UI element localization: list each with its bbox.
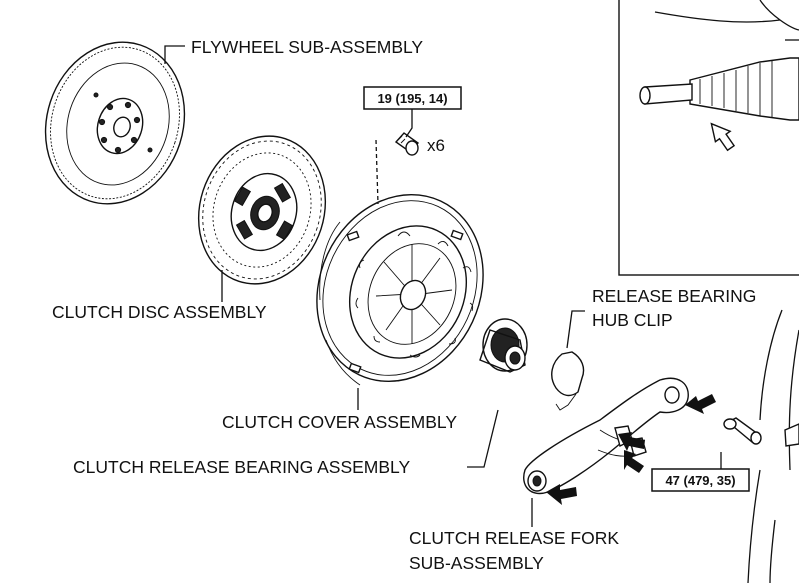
label-clutch-cover: CLUTCH COVER ASSEMBLY — [222, 412, 457, 432]
fork-pivot-bolt — [723, 417, 762, 445]
inset-frame — [618, 0, 799, 276]
inset-pointer-arrow — [710, 122, 736, 152]
flywheel-sub-assembly — [44, 41, 186, 205]
label-clutch-disc: CLUTCH DISC ASSEMBLY — [52, 302, 267, 322]
clutch-disc-assembly — [197, 135, 327, 285]
torque-box-pivot — [651, 468, 750, 492]
arrow-fork-pivot — [685, 394, 716, 414]
arrow-fork-center-1 — [618, 432, 645, 451]
clutch-cover-assembly — [316, 193, 484, 386]
label-flywheel: FLYWHEEL SUB-ASSEMBLY — [191, 37, 423, 57]
transmission-housing-edge — [747, 309, 799, 583]
label-fork-line1: CLUTCH RELEASE FORK — [409, 528, 619, 548]
arrow-fork-end — [546, 484, 577, 505]
torque-value-pivot: 47 (479, 35) — [665, 473, 735, 488]
label-hub-clip-line2: HUB CLIP — [592, 310, 673, 330]
leader-lines — [164, 45, 722, 527]
input-shaft-detail — [639, 0, 799, 121]
label-hub-clip-line1: RELEASE BEARING — [592, 286, 756, 306]
clutch-release-bearing-assembly — [479, 318, 528, 373]
inset-detail — [618, 0, 799, 276]
label-fork-line2: SUB-ASSEMBLY — [409, 553, 544, 573]
cover-bolt — [394, 132, 420, 156]
label-bolt-quantity: x6 — [427, 136, 445, 155]
release-bearing-hub-clip — [551, 351, 585, 411]
label-release-bearing: CLUTCH RELEASE BEARING ASSEMBLY — [73, 457, 410, 477]
torque-value-cover-bolts: 19 (195, 14) — [377, 91, 447, 106]
arrow-fork-center-2 — [624, 450, 644, 473]
